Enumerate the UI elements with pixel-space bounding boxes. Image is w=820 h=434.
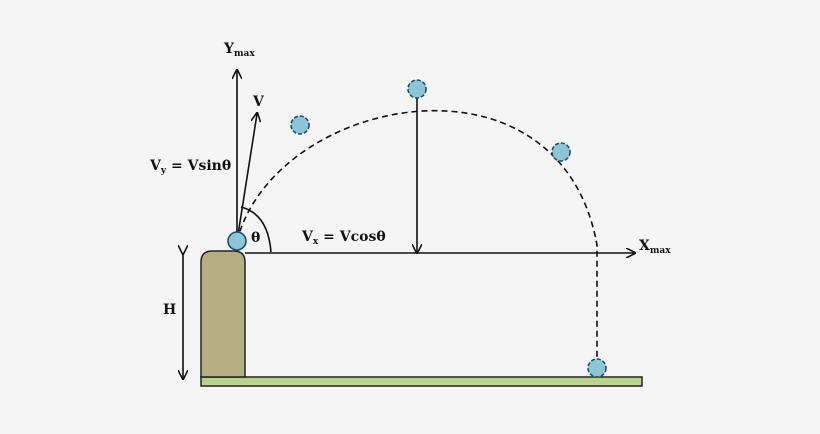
ball-descending — [551, 142, 571, 162]
x-max-label: Xmax — [639, 238, 671, 256]
vx-formula: = Vcosθ — [318, 229, 385, 245]
ball-ascending — [290, 115, 310, 135]
ball-launch — [227, 231, 247, 251]
velocity-label: V — [252, 94, 265, 110]
vx-subscript: x — [313, 237, 319, 247]
vy-subscript: y — [160, 166, 167, 176]
ball-apex — [407, 79, 427, 99]
y-max-label: Ymax — [223, 41, 255, 59]
angle-label: θ — [251, 230, 260, 246]
launch-tower — [200, 250, 246, 378]
ball-landing — [587, 358, 607, 378]
angle-arc — [240, 206, 272, 253]
vy-formula: = Vsinθ — [166, 158, 231, 174]
height-label: H — [163, 302, 176, 318]
vy-label: Vy = Vsinθ — [149, 158, 231, 176]
y-max-subscript: max — [234, 49, 255, 59]
x-max-subscript: max — [650, 246, 671, 256]
trajectory-path — [236, 109, 598, 368]
ground-platform — [200, 376, 643, 387]
velocity-vector — [236, 114, 257, 242]
vx-label: Vx = Vcosθ — [301, 229, 386, 247]
